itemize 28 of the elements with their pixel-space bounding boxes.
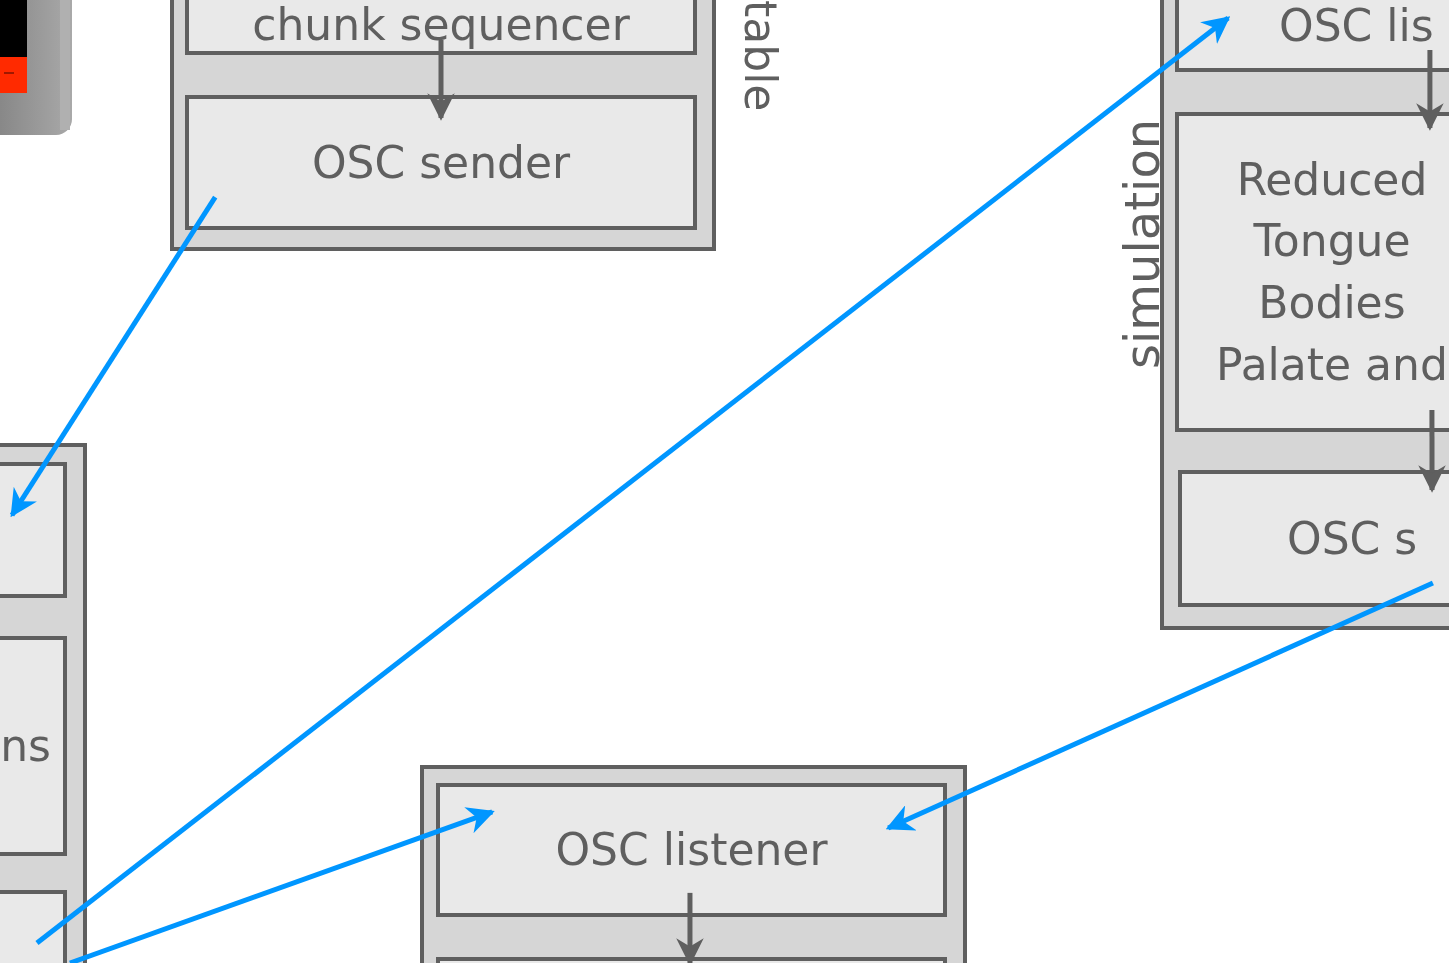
arrow — [69, 807, 495, 963]
box-label: Reduced Tongue Bodies Palate and — [1215, 152, 1449, 392]
group-panel — [0, 443, 87, 963]
process-box — [185, 0, 697, 55]
process-box — [185, 95, 697, 230]
arrow — [1416, 50, 1444, 131]
arrow — [885, 580, 1434, 831]
box-label: OSC s — [1287, 511, 1418, 566]
arrow — [676, 892, 704, 963]
process-box — [1175, 0, 1449, 72]
process-box — [436, 783, 947, 917]
process-box — [0, 636, 67, 856]
arrow — [9, 195, 218, 518]
box-label: OSC listener — [555, 823, 828, 877]
group-heading: simulation — [1118, 118, 1166, 369]
arrow — [1418, 409, 1446, 493]
box-label: OSC lis — [1279, 0, 1434, 53]
box-label: ns — [0, 719, 51, 773]
group-panel — [420, 765, 967, 963]
side-label: table — [738, 0, 782, 112]
process-box — [0, 462, 67, 598]
process-box — [1178, 470, 1449, 607]
box-label: OSC sender — [311, 135, 571, 190]
process-box — [1175, 112, 1449, 432]
group-panel — [170, 0, 716, 251]
arrow — [427, 40, 455, 121]
box-label: chunk sequencer — [252, 0, 630, 52]
arrow — [35, 16, 1231, 945]
